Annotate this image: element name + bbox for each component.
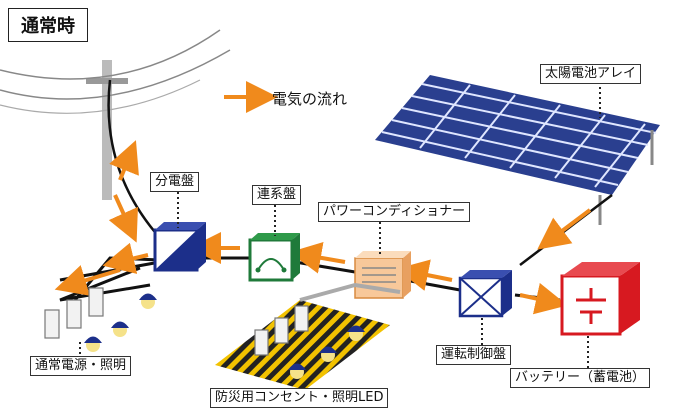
page-title: 通常時 bbox=[8, 8, 88, 42]
label-distribution-board: 分電盤 bbox=[150, 172, 200, 192]
label-operation-control-board: 運転制御盤 bbox=[436, 345, 512, 365]
label-normal-power-lighting: 通常電源・照明 bbox=[30, 356, 132, 376]
legend: 電気の流れ bbox=[272, 88, 347, 109]
operation-control-board bbox=[458, 270, 512, 318]
label-solar-array: 太陽電池アレイ bbox=[540, 64, 642, 84]
solar-array bbox=[375, 75, 660, 266]
power-conditioner bbox=[354, 251, 411, 299]
label-disaster-outlet-led: 防災用コンセント・照明LED bbox=[210, 388, 389, 408]
utility-pole bbox=[0, 29, 231, 239]
normal-outlets bbox=[44, 287, 104, 339]
distribution-board bbox=[153, 222, 206, 272]
label-interconnection-board: 連系盤 bbox=[252, 185, 302, 205]
leader-lines bbox=[79, 82, 601, 368]
label-power-conditioner: パワーコンディショナー bbox=[318, 202, 471, 222]
flow-arrows bbox=[54, 140, 592, 315]
interconnection-board bbox=[248, 233, 300, 282]
normal-lamps bbox=[84, 293, 157, 352]
disaster-area bbox=[215, 282, 401, 390]
legend-label: 電気の流れ bbox=[272, 90, 348, 108]
label-battery: バッテリー（蓄電池） bbox=[510, 368, 651, 388]
battery bbox=[560, 262, 640, 336]
